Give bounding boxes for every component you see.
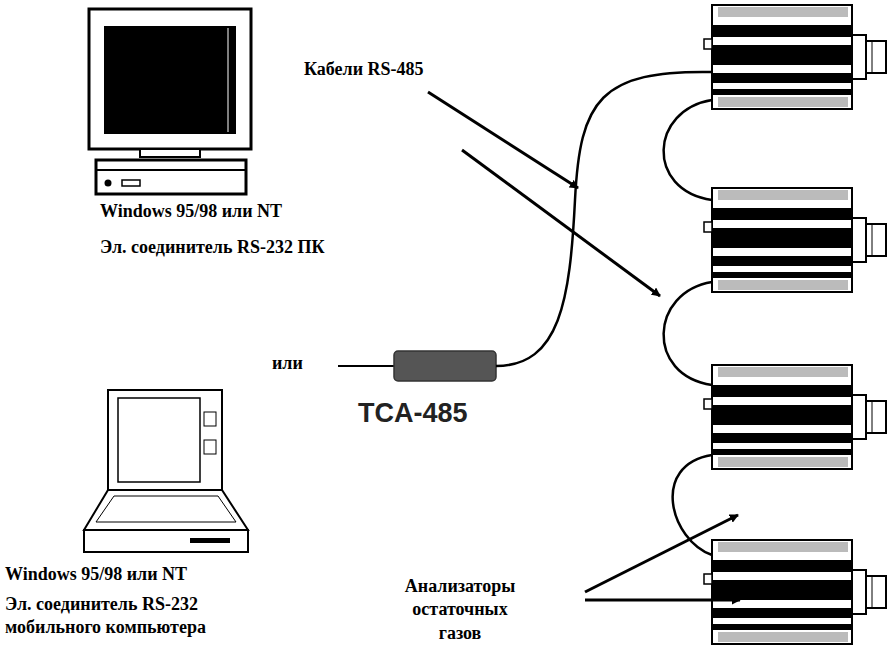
- laptop-computer: [84, 390, 248, 552]
- gas-analyzer: [704, 540, 886, 644]
- tca-485-converter: [394, 351, 496, 381]
- desktop-computer: [89, 9, 251, 194]
- rs485-cables: [496, 72, 712, 555]
- converter-label: TCA-485: [358, 396, 468, 431]
- analyzer-label: Анализаторы остаточных газов: [398, 575, 522, 645]
- gas-analyzer: [704, 5, 886, 109]
- pointer-arrows: [428, 92, 740, 600]
- gas-analyzer: [704, 188, 886, 292]
- os-label: Windows 95/98 или NT: [5, 563, 187, 586]
- os-label: Windows 95/98 или NT: [100, 200, 282, 223]
- gas-analyzers: [704, 5, 886, 644]
- gas-analyzer: [704, 365, 886, 469]
- or-label: или: [272, 352, 303, 375]
- connector-label: Эл. соединитель RS-232 мобильного компью…: [5, 593, 255, 640]
- cable-label: Кабели RS-485: [304, 58, 424, 81]
- connector-label: Эл. соединитель RS-232 ПК: [100, 236, 325, 259]
